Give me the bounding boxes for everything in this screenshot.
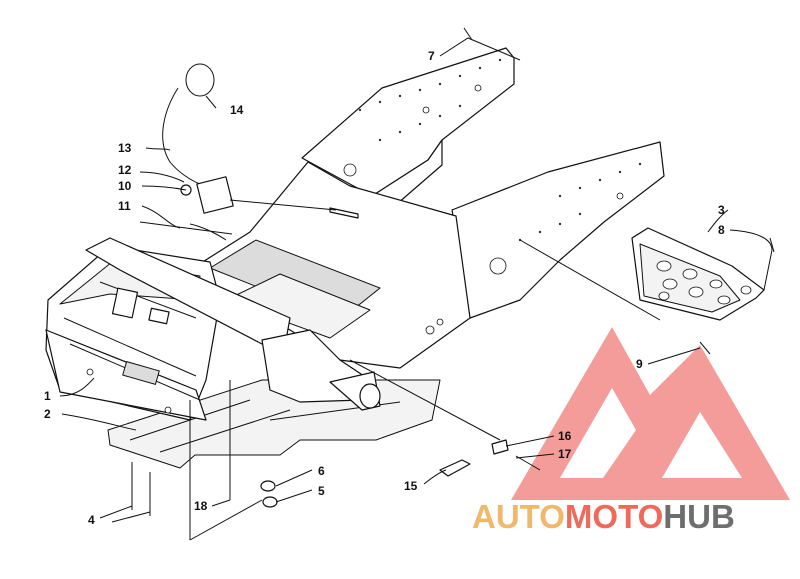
watermark-hub: HUB bbox=[663, 498, 735, 535]
callout-10: 10 bbox=[118, 179, 132, 193]
callout-3: 3 bbox=[718, 203, 725, 217]
callout-1: 1 bbox=[44, 389, 51, 403]
leader-lines bbox=[59, 37, 773, 541]
tunnel-left-rail bbox=[451, 141, 665, 319]
callout-5: 5 bbox=[318, 484, 325, 498]
logo-triangle-mark bbox=[511, 327, 790, 500]
callout-6: 6 bbox=[318, 464, 325, 478]
callout-9: 9 bbox=[636, 357, 643, 371]
callout-8: 8 bbox=[718, 223, 725, 237]
callout-12: 12 bbox=[118, 163, 132, 177]
callout-13: 13 bbox=[118, 141, 132, 155]
callout-4: 4 bbox=[88, 513, 95, 527]
callout-14: 14 bbox=[230, 103, 244, 117]
watermark-moto: MOTO bbox=[565, 498, 663, 535]
chassis-body bbox=[45, 161, 471, 421]
rivet-dots bbox=[343, 58, 642, 335]
watermark-auto: AUTO bbox=[472, 498, 565, 535]
callout-labels: 1 2 3 4 5 6 7 8 9 10 11 12 13 14 15 16 1… bbox=[44, 49, 725, 527]
callout-18: 18 bbox=[194, 499, 208, 513]
callout-11: 11 bbox=[118, 199, 131, 213]
callout-16: 16 bbox=[558, 429, 572, 443]
callout-15: 15 bbox=[404, 479, 418, 493]
watermark-logo bbox=[511, 327, 790, 500]
watermark-text: AUTOMOTOHUB bbox=[472, 498, 735, 535]
callout-17: 17 bbox=[558, 447, 572, 461]
callout-2: 2 bbox=[44, 407, 51, 421]
hardware bbox=[131, 27, 775, 516]
rear-bumper-plate bbox=[631, 227, 765, 321]
svg-text:AUTOMOTOHUB: AUTOMOTOHUB bbox=[472, 498, 735, 535]
callout-7: 7 bbox=[428, 49, 435, 63]
